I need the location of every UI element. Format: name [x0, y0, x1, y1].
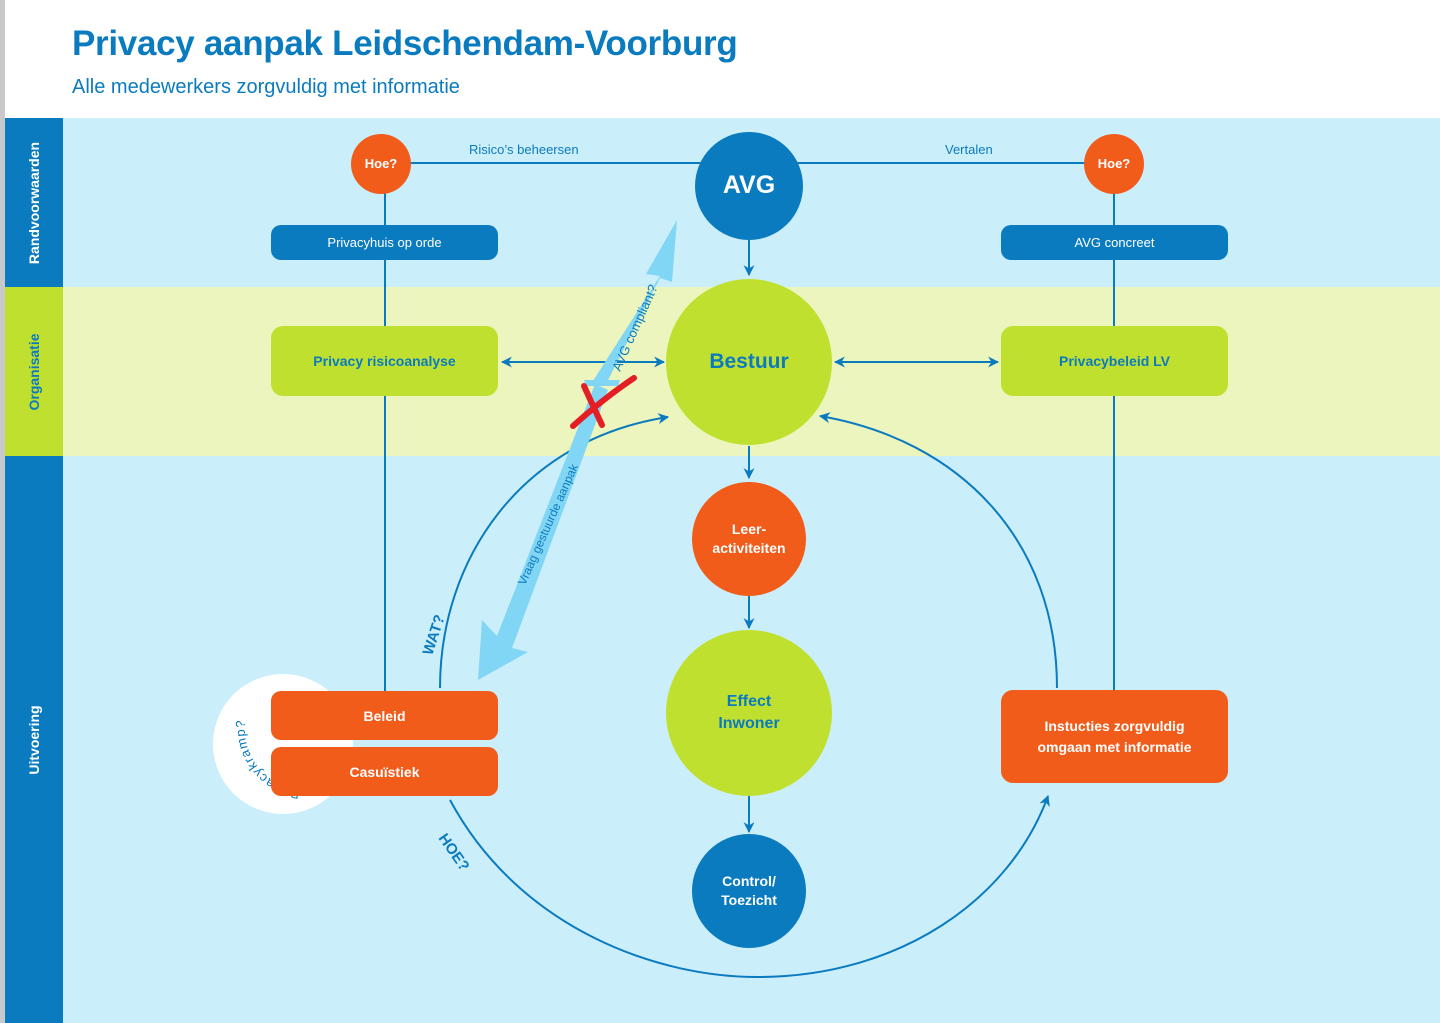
- node-control-toezicht: Control/Toezicht: [692, 834, 806, 948]
- band-label-organisatie: Organisatie: [5, 287, 63, 456]
- band-label-randvoorwaarden: Randvoorwaarden: [5, 118, 63, 287]
- instructies-line1: Instucties zorgvuldig: [1044, 718, 1185, 735]
- label-vraaggestuurd: Vraag gestuurde aanpak: [515, 461, 581, 587]
- page-title: Privacy aanpak Leidschendam-Voorburg: [72, 24, 738, 63]
- label-risicos-beheersen: Risico’s beheersen: [469, 142, 579, 157]
- node-hoe-right: Hoe?: [1084, 134, 1144, 194]
- node-risicoanalyse: Privacy risicoanalyse: [271, 326, 498, 396]
- red-cross-icon: [570, 375, 637, 429]
- node-instructies: Instucties zorgvuldig omgaan met informat…: [1001, 690, 1228, 783]
- window-edge: [0, 0, 5, 1023]
- band-label-uitvoering: Uitvoering: [5, 456, 63, 1023]
- effect-line2: Inwoner: [718, 715, 780, 732]
- page-subtitle: Alle medewerkers zorgvuldig met informat…: [72, 76, 460, 98]
- leer-line2: activiteiten: [712, 540, 786, 556]
- node-privacybeleid: Privacybeleid LV: [1001, 326, 1228, 396]
- node-casuistiek: Casuïstiek: [271, 747, 498, 796]
- effect-line1: Effect: [726, 693, 772, 711]
- arc-hoe: [449, 794, 1050, 979]
- control-line1: Control/: [722, 873, 776, 890]
- node-avg-concreet: AVG concreet: [1001, 225, 1228, 260]
- arc-right: [818, 412, 1058, 689]
- node-hoe-left: Hoe?: [351, 134, 411, 194]
- double-arrow-compliance: [478, 220, 677, 680]
- node-leeractiviteiten: Leer-activiteiten: [692, 482, 806, 596]
- node-avg: AVG: [695, 132, 803, 240]
- label-avg-compliant: AVG compliant?: [609, 282, 661, 373]
- control-line2: Toezicht: [721, 892, 777, 908]
- label-vertalen: Vertalen: [945, 142, 993, 157]
- arc-wat: [439, 413, 670, 689]
- node-beleid: Beleid: [271, 691, 498, 740]
- instructies-line2: omgaan met informatie: [1037, 738, 1192, 755]
- leer-line1: Leer-: [731, 521, 767, 538]
- node-privacyhuis: Privacyhuis op orde: [271, 225, 498, 260]
- node-bestuur: Bestuur: [666, 279, 832, 445]
- label-hoe-arc: HOE?: [435, 831, 473, 875]
